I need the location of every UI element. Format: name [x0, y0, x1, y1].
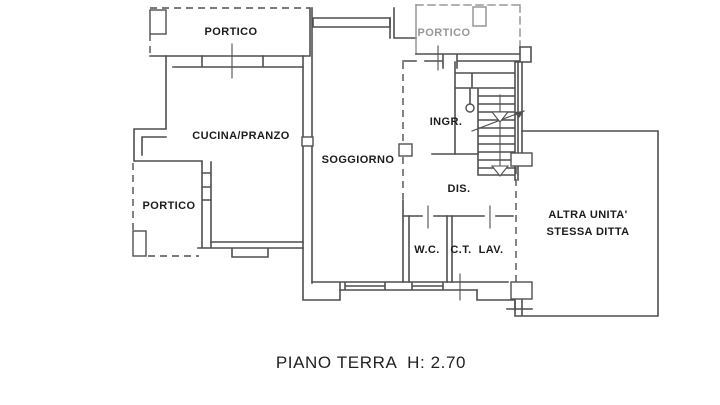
soggiorno-top-window: [312, 17, 391, 28]
label-altra-unita-line1: ALTRA UNITA': [548, 209, 627, 221]
label-ingresso: INGR.: [430, 116, 463, 128]
room-divider-walls: [402, 199, 453, 283]
corner-pier-walls: [133, 128, 203, 162]
portico-left-dashed: [132, 163, 199, 257]
right-wall-pier-upper: [510, 152, 533, 167]
portico-top-walls: [149, 7, 311, 57]
stair-slash-arrowhead: [514, 111, 524, 118]
right-wall-pier-lower: [510, 281, 533, 300]
label-ct: C.T.: [450, 244, 471, 256]
portico-right-dashed-edges: [415, 4, 521, 47]
cucina-top-wall: [165, 55, 304, 129]
staircase-walls: [402, 46, 532, 181]
label-cucina-pranzo: CUCINA/PRANZO: [192, 130, 290, 142]
label-portico-right: PORTICO: [418, 27, 471, 39]
cucina-left-wall: [201, 161, 212, 248]
pillars: [132, 9, 533, 300]
top-middle-wall: [389, 7, 417, 39]
door-axis-ticks: [231, 43, 491, 301]
portico-left-pillar: [132, 230, 147, 257]
details-thin: [231, 43, 525, 301]
stair-arrow-head-bottom: [490, 165, 510, 177]
label-soggiorno: SOGGIORNO: [322, 154, 395, 166]
portico-right-pillar: [472, 6, 487, 27]
ingr-wall-stub: [398, 143, 413, 157]
label-wc: W.C.: [414, 244, 439, 256]
stair-arrow-slash: [471, 110, 525, 132]
walls-dashed: [132, 7, 517, 298]
bottom-right-steps: [476, 289, 533, 311]
walls-solid: [133, 7, 659, 317]
room-labels: PORTICO CUCINA/PRANZO PORTICO SOGGIORNO …: [143, 26, 630, 256]
outline-bottom-left: [302, 55, 341, 301]
stair-arrow-head-mid: [490, 111, 510, 123]
plan-caption: PIANO TERRA H: 2.70: [276, 353, 466, 372]
portico-right-bottom-wall: [415, 46, 521, 69]
stair-newel-post: [465, 103, 475, 113]
portico-top-pillar: [149, 9, 167, 35]
label-lav: LAV.: [479, 244, 504, 256]
altra-unita-box: [514, 130, 659, 317]
portico-right-structure: [415, 4, 521, 55]
portico-right-bottom-lines: [415, 46, 521, 69]
soggiorno-wall-pier: [301, 136, 314, 147]
label-portico-top: PORTICO: [205, 26, 258, 38]
portico-top-dashed: [149, 7, 310, 56]
label-disimpegno: DIS.: [448, 183, 471, 195]
cucina-bottom-wall: [197, 241, 304, 258]
bottom-wall-band: [311, 281, 509, 291]
label-portico-left: PORTICO: [143, 200, 196, 212]
label-altra-unita-line2: STESSA DITTA: [546, 226, 629, 238]
